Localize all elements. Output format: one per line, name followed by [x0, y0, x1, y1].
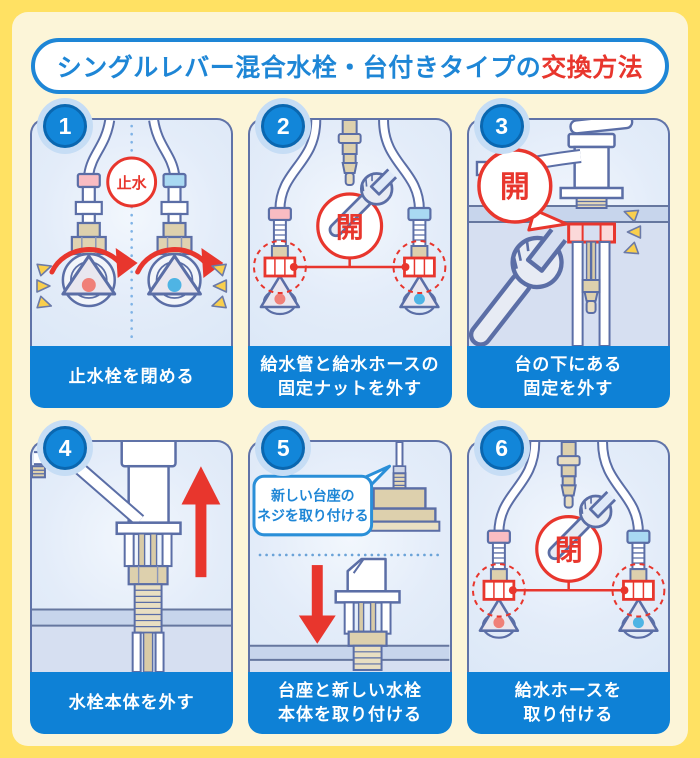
step-panel-2: 2 開 給水管と給水ホースの 固定ナットを外す [248, 104, 452, 408]
screwdriver-icon [392, 442, 407, 490]
step-1-illustration: 止水 [30, 118, 234, 346]
remove-body-drawing [32, 442, 232, 672]
close-label: 閉 [554, 535, 582, 566]
arrow-down-icon [299, 565, 337, 644]
step-caption: 給水管と給水ホースの 固定ナットを外す [248, 346, 452, 408]
step-number-badge: 6 [479, 426, 524, 470]
loosen-nuts-drawing: 開 [250, 120, 449, 346]
svg-text:開: 開 [500, 171, 530, 204]
svg-text:新しい台座の: 新しい台座の [271, 487, 355, 503]
step-3-illustration: 開 [466, 118, 670, 346]
caption-line: 固定ナットを外す [277, 379, 422, 398]
step-panel-6: 6 閉 給水ホースを 取り付ける [466, 426, 670, 734]
step-panel-3: 3 [466, 104, 670, 408]
step-6-illustration: 閉 [466, 440, 670, 672]
under-counter-area [250, 659, 450, 672]
install-base-drawing: 新しい台座の ネジを取り付ける [250, 442, 450, 672]
cold-pipe [148, 120, 180, 176]
step-number-badge: 1 [43, 104, 87, 148]
caption-line: 取り付ける [523, 705, 614, 724]
supply-tubes [571, 241, 611, 346]
hot-pipe [83, 120, 116, 176]
step-caption: 止水栓を閉める [30, 346, 234, 408]
step-caption: 台の下にある 固定を外す [466, 346, 670, 408]
attach-hose-drawing: 閉 [469, 442, 668, 672]
stop-valves-drawing: 止水 [36, 120, 228, 340]
caption-line: 給水管と給水ホースの [260, 354, 440, 374]
step-caption: 台座と新しい水栓 本体を取り付ける [248, 672, 452, 734]
counter-band [250, 645, 450, 660]
step-panel-5: 5 [248, 426, 452, 734]
threaded-shank [133, 583, 163, 634]
rotate-arrow-icon-left [49, 247, 138, 278]
threaded-shank [352, 644, 383, 671]
rotate-arrow-icon-right [135, 247, 224, 278]
step-panel-4: 4 [30, 426, 234, 734]
page-title-highlight: 交換方法 [541, 54, 644, 82]
base-screw-speech-bubble: 新しい台座の ネジを取り付ける [252, 464, 392, 537]
spark-icon-left [36, 259, 54, 313]
steps-grid: 1 [30, 104, 670, 734]
new-faucet-lowered [334, 557, 402, 647]
open-label: 開 [336, 212, 364, 243]
svg-text:止水: 止水 [117, 174, 148, 192]
caption-line: 止水栓を閉める [68, 366, 195, 386]
under-deck-drawing: 開 [468, 120, 668, 346]
caption-line: 固定を外す [523, 379, 614, 398]
step-number-badge: 3 [479, 104, 524, 148]
svg-text:ネジを取り付ける: ネジを取り付ける [257, 508, 368, 524]
page-title: シングルレバー混合水栓・台付きタイプの交換方法 [31, 38, 669, 94]
caption-line: 水栓本体を外す [68, 692, 195, 712]
step-number-badge: 4 [43, 426, 87, 470]
caption-line: 台の下にある [514, 354, 623, 374]
open-speech-bubble: 開 [476, 148, 568, 232]
caption-line: 給水ホースを [514, 680, 622, 700]
stop-water-label: 止水 [106, 156, 158, 208]
counter-band [32, 609, 232, 626]
step-number-badge: 2 [261, 104, 306, 148]
step-caption: 水栓本体を外す [30, 672, 234, 734]
stop-valve-icon-cold [147, 172, 202, 308]
step-panel-1: 1 [30, 104, 234, 408]
infographic-background: シングルレバー混合水栓・台付きタイプの交換方法 1 [12, 12, 688, 746]
step-5-illustration: 新しい台座の ネジを取り付ける [248, 440, 452, 672]
stop-valve-icon-hot [61, 172, 117, 308]
caption-line: 台座と新しい水栓 [277, 680, 422, 700]
step-number-badge: 5 [261, 426, 306, 470]
step-4-illustration [30, 440, 234, 672]
arrow-up-icon [181, 466, 221, 578]
step-2-illustration: 開 [248, 118, 452, 346]
step-caption: 給水ホースを 取り付ける [466, 672, 670, 734]
lower-tubes [131, 631, 165, 672]
caption-line: 本体を取り付ける [277, 705, 422, 724]
page-title-main: シングルレバー混合水栓・台付きタイプの [56, 54, 542, 82]
